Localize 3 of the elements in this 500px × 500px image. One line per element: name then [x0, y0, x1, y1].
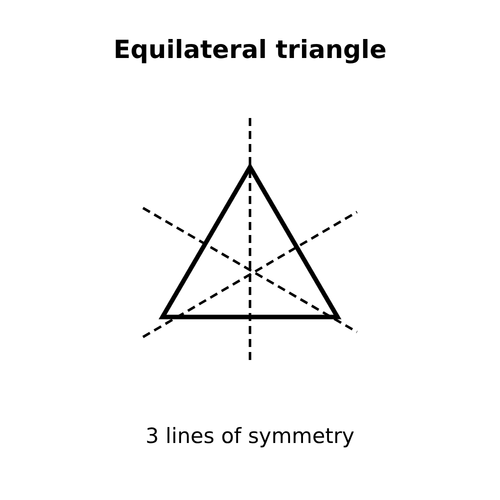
diagram-caption: 3 lines of symmetry — [146, 423, 354, 450]
diagram-title: Equilateral triangle — [113, 34, 387, 66]
equilateral-triangle — [158, 162, 342, 320]
